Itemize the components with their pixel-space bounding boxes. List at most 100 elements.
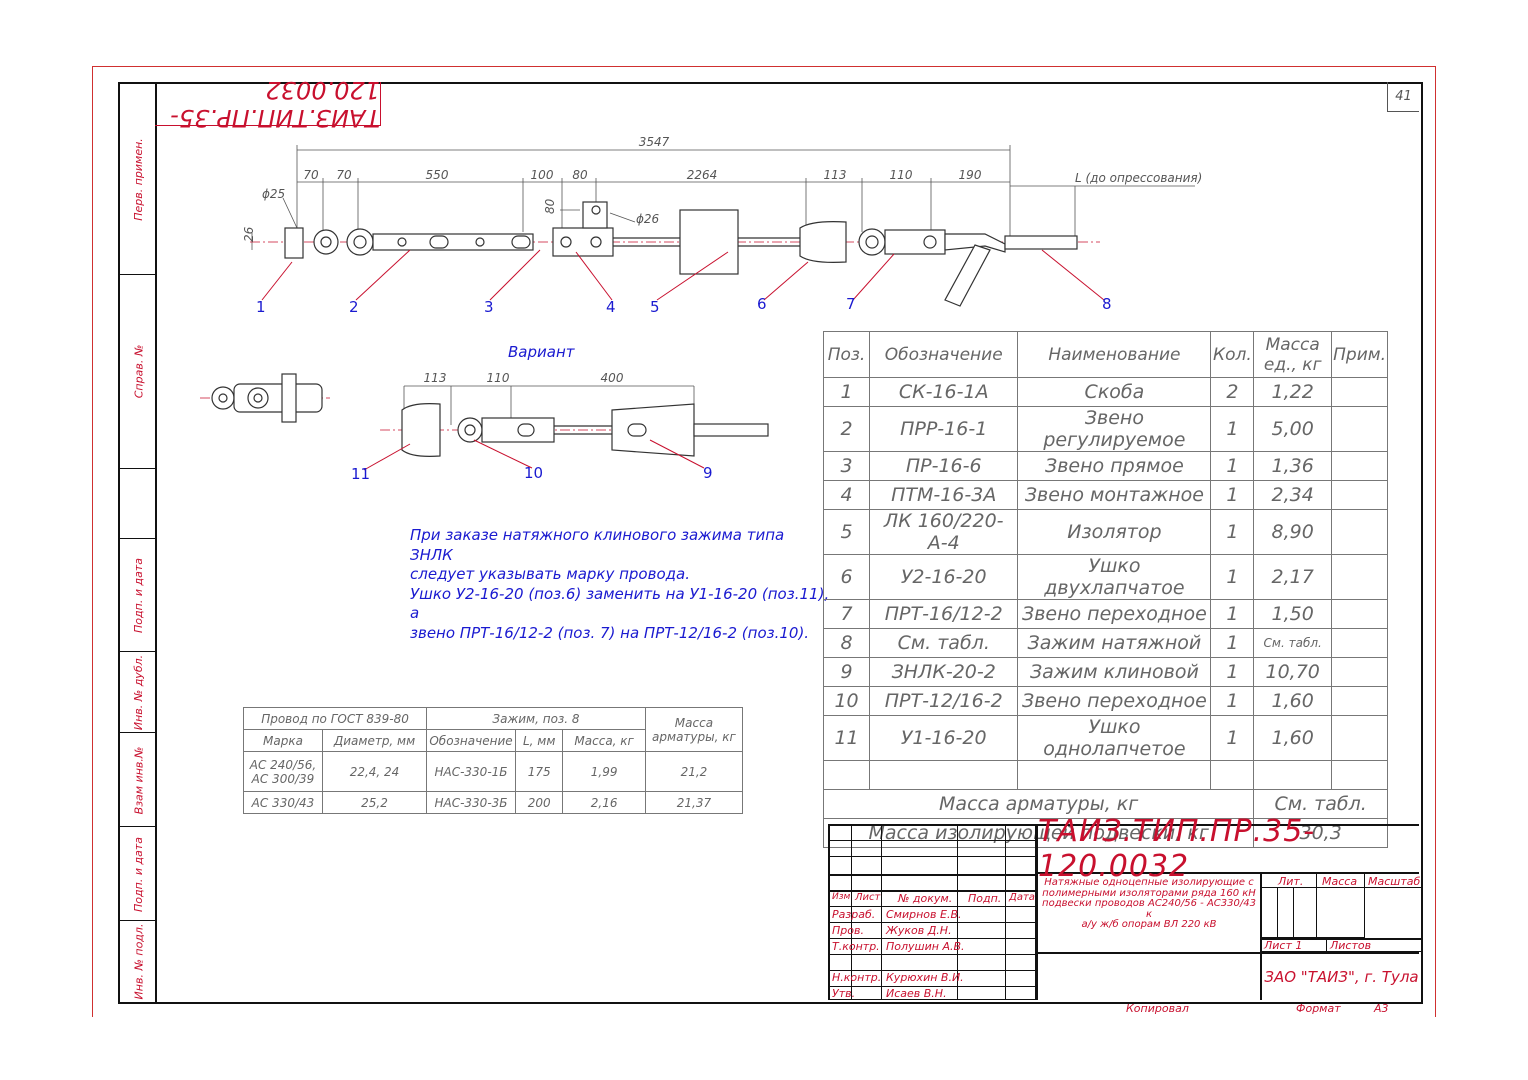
dim-phi25: ϕ25 — [262, 187, 285, 201]
dim-total: 3547 — [639, 135, 670, 149]
stamp-name: Жуков Д.Н. — [886, 924, 952, 937]
callout-9: 9 — [703, 464, 713, 482]
stamp-title-line: подвески проводов АС240/56 - АС330/43 к — [1042, 898, 1256, 920]
note-line: При заказе натяжного клинового зажима ти… — [410, 526, 785, 564]
variant-title: Вариант — [508, 343, 575, 361]
stamp-sheet: Лист 1 — [1264, 939, 1303, 952]
copied-label: Копировал — [1126, 1002, 1189, 1015]
spec-header: Обозначение — [869, 331, 1019, 378]
callout-11: 11 — [351, 465, 370, 483]
mass-fittings-label: Масса арматуры, кг — [822, 789, 1255, 819]
rotated-code-box: ТАИЗ.ТИП.ПР.35-120.0032 — [155, 76, 381, 132]
stamp-code-cell: ТАИЗ.ТИП.ПР.35-120.0032 — [1036, 814, 1419, 884]
mass-suspension-label: Масса изолирующей подвески, кг — [822, 818, 1255, 848]
stamp-role: Утв. — [832, 987, 856, 1000]
side-cell-podp1: Подп. и дата — [120, 538, 157, 652]
wire-header: Обозначение — [426, 729, 516, 752]
stamp-org: ЗАО "ТАИЗ", г. Тула — [1264, 968, 1419, 986]
dim-80: 80 — [572, 168, 588, 182]
mass-suspension-row: Масса изолирующей подвески, кг 30,3 — [822, 818, 1388, 848]
stamp-col-podp: Подп. — [968, 892, 1002, 905]
page-number-box: 41 — [1387, 82, 1419, 112]
stamp-role: Пров. — [832, 924, 864, 937]
stamp-name: Полушин А.В. — [886, 940, 965, 953]
stamp-title-line: полимерными изоляторами ряда 160 кН — [1042, 887, 1256, 899]
stamp-role: Разраб. — [832, 908, 876, 921]
dim-190: 190 — [959, 168, 982, 182]
spec-header: Наименование — [1017, 331, 1212, 378]
dim-26: 26 — [242, 226, 256, 242]
dim-70a: 70 — [303, 168, 319, 182]
note-line: Ушко У2-16-20 (поз.6) заменить на У1-16-… — [410, 584, 830, 623]
mass-fittings-row: Масса арматуры, кг См. табл. — [822, 789, 1388, 819]
leader-lines — [261, 249, 1105, 471]
side-cell-vzam: Взам инв.№ — [120, 734, 157, 827]
callout-3: 3 — [484, 298, 494, 316]
mass-suspension-value: 30,3 — [1253, 818, 1388, 848]
dim-var-400: 400 — [601, 371, 624, 385]
wire-header: Масса арматуры, кг — [644, 707, 744, 752]
stamp-code: ТАИЗ.ТИП.ПР.35-120.0032 — [1038, 814, 1316, 884]
stamp-grid — [830, 826, 1036, 1000]
side-cell-sprav: Справ. № — [120, 274, 157, 469]
stamp-role: Н.контр. — [832, 971, 882, 984]
side-cell-inv-dubl: Инв. № дубл. — [120, 652, 157, 733]
page-number: 41 — [1395, 89, 1412, 104]
wire-header: Марка — [243, 729, 323, 752]
stamp-col-doc: № докум. — [898, 892, 953, 905]
stamp-col-list: Лист — [855, 892, 881, 903]
callout-7: 7 — [846, 295, 856, 313]
spec-header: Поз. — [822, 331, 871, 378]
stamp-col-izm: Изм — [832, 892, 851, 902]
spec-header: Кол. — [1210, 331, 1255, 378]
dim-var-113: 113 — [424, 371, 447, 385]
dim-70b: 70 — [336, 168, 352, 182]
stamp-lit: Лит. — [1278, 875, 1304, 888]
stamp-col-date: Дата — [1009, 892, 1035, 903]
stamp-masshtab: Масштаб — [1368, 875, 1421, 888]
dim-110: 110 — [890, 168, 913, 182]
callout-2: 2 — [349, 298, 359, 316]
stamp-name: Смирнов Е.В. — [886, 908, 962, 921]
dim-var-110: 110 — [487, 371, 510, 385]
callout-1: 1 — [256, 298, 266, 316]
callout-4: 4 — [606, 298, 616, 316]
note-line: следует указывать марку провода. — [410, 565, 690, 583]
assembly-parts — [211, 201, 1078, 457]
wire-table: Провод по ГОСТ 839-80 Зажим, поз. 8 Масс… — [242, 707, 744, 814]
format-value: А3 — [1374, 1002, 1389, 1015]
stamp-massa: Масса — [1322, 875, 1358, 888]
mass-fittings-value: См. табл. — [1253, 789, 1388, 819]
dim-2264: 2264 — [687, 168, 718, 182]
dim-L: L (до опрессования) — [1075, 171, 1202, 185]
stamp-title-line: Натяжные одноцепные изолирующие с — [1044, 877, 1254, 888]
note-block: При заказе натяжного клинового зажима ти… — [410, 526, 830, 643]
stamp-sheets: Листов — [1330, 939, 1372, 952]
callout-numbers: 1 2 3 4 5 6 7 8 11 10 9 — [256, 295, 1112, 483]
note-line: звено ПРТ-16/12-2 (поз. 7) на ПРТ-12/16-… — [410, 623, 810, 642]
spec-header: Прим. — [1331, 331, 1388, 378]
table-row-empty — [822, 760, 1388, 790]
side-cell-perv: Перв. примен. — [120, 84, 157, 275]
callout-8: 8 — [1102, 295, 1112, 313]
spec-header: Масса ед., кг — [1253, 331, 1333, 378]
format-label: Формат — [1296, 1002, 1341, 1015]
dim-100: 100 — [531, 168, 554, 182]
dim-v80: 80 — [543, 198, 557, 214]
dim-113: 113 — [824, 168, 847, 182]
stamp-lit-block: Лит. Масса Масштаб Лист 1 Листов — [1260, 874, 1421, 952]
wire-header: L, мм — [514, 729, 564, 752]
specification-table: Поз. Обозначение Наименование Кол. Масса… — [822, 331, 1388, 848]
